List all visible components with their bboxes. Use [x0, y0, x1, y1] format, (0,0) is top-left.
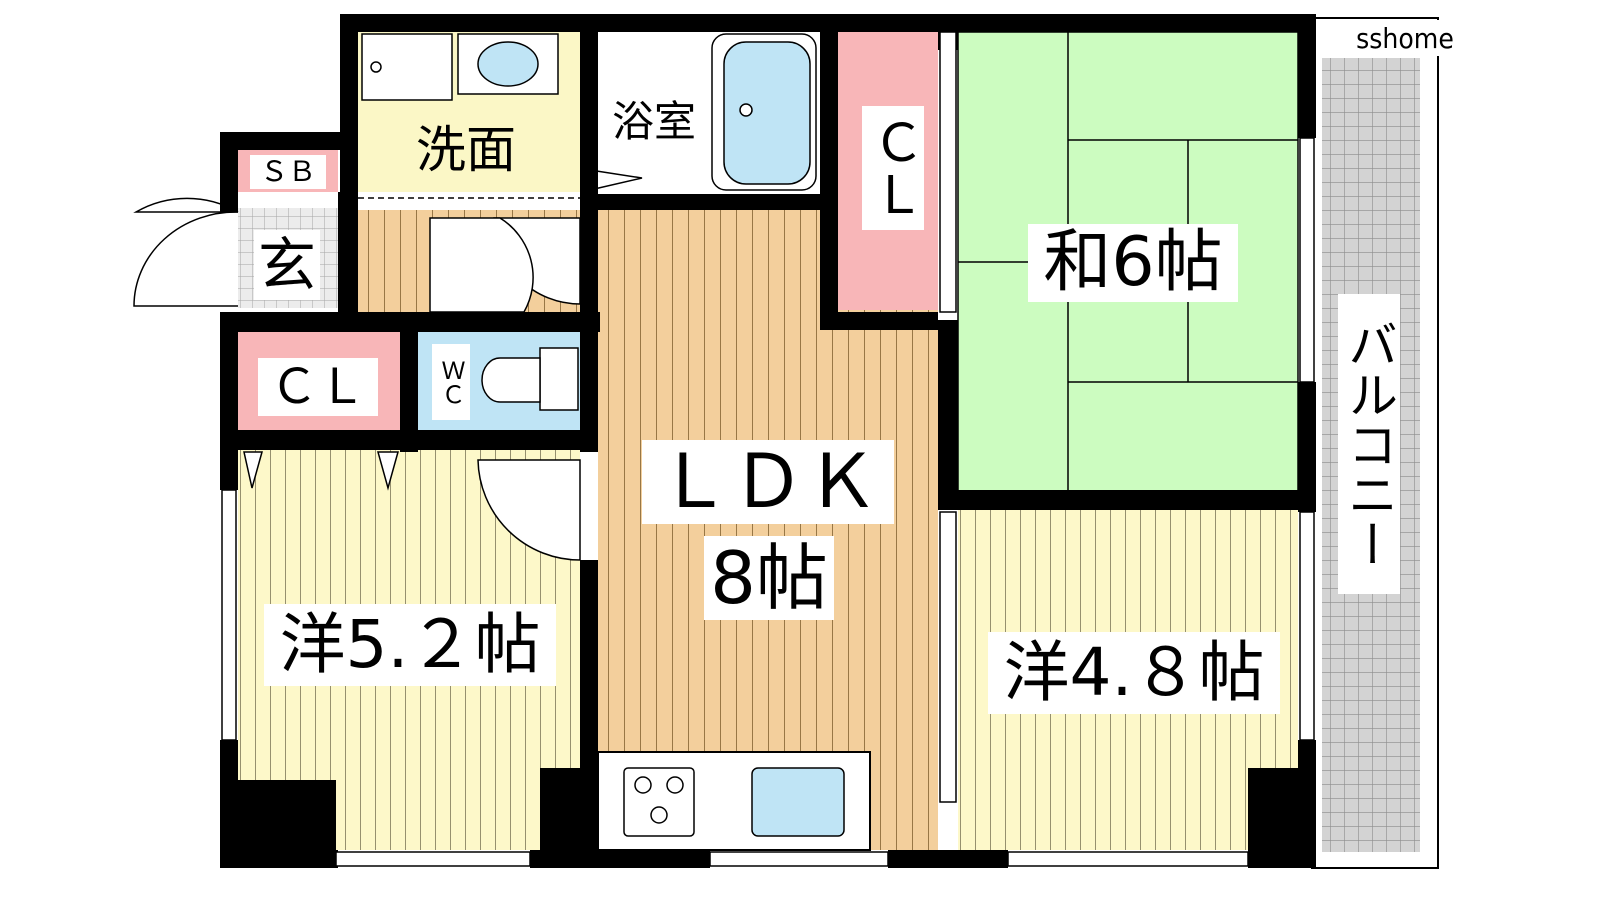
closet-left-label: ＣＬ [258, 358, 378, 416]
bathroom-label: 浴室 [602, 94, 706, 150]
ldk-name-label: ＬＤＫ [642, 440, 894, 524]
walls [220, 14, 1316, 868]
bathtub [711, 33, 817, 191]
shoe-box-label: ＳＢ [250, 155, 326, 189]
balcony-label: バルコニー [1338, 294, 1400, 594]
closet-center-label: ＣＬ [862, 106, 924, 230]
toilet-fixture [481, 347, 579, 411]
western-room-left-label: 洋5.２帖 [264, 604, 556, 686]
japanese-room-label: 和6帖 [1028, 224, 1238, 302]
balcony [1311, 17, 1439, 869]
kitchen-counter [597, 751, 871, 851]
entrance-label: 玄 [254, 230, 320, 300]
washroom-label: 洗面 [404, 118, 528, 182]
washroom-fixtures [358, 33, 580, 199]
ldk-upper-right [598, 210, 820, 330]
ldk-size-label: 8帖 [704, 536, 834, 620]
toilet-label: ＷＣ [432, 344, 470, 420]
western-room-right-label: 洋4.８帖 [988, 632, 1280, 714]
doors [133, 169, 643, 561]
windows [221, 31, 1315, 867]
watermark: sshome [1350, 20, 1460, 56]
